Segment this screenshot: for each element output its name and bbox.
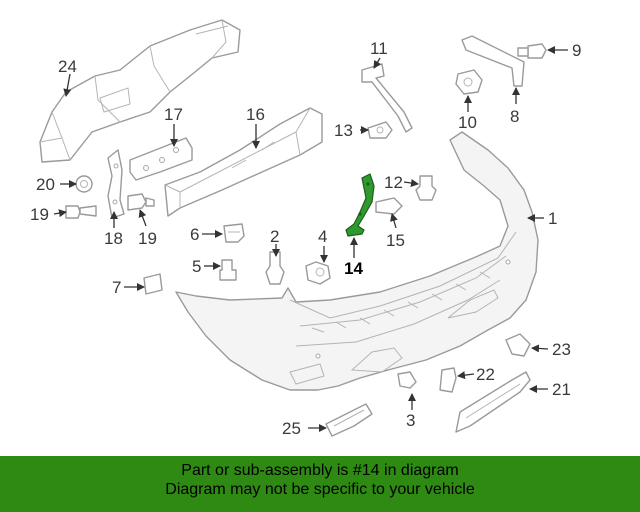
part-13-nut[interactable] [367, 121, 393, 139]
callout-5: 5 [192, 257, 201, 276]
part-15-bolt[interactable] [375, 197, 403, 215]
callout-17: 17 [164, 105, 183, 124]
callout-13: 13 [334, 121, 353, 140]
callout-6: 6 [190, 225, 199, 244]
callout-8: 8 [510, 107, 519, 126]
part-20-nut[interactable] [75, 175, 93, 193]
part-24-reinforcement[interactable] [39, 19, 241, 163]
callout-19-left: 19 [30, 205, 49, 224]
callout-11: 11 [370, 39, 388, 58]
banner-line-1: Part or sub-assembly is #14 in diagram [181, 462, 459, 479]
callout-1: 1 [548, 209, 557, 228]
part-16-absorber[interactable] [164, 107, 323, 217]
leader-lines [53, 46, 568, 432]
part-2-bolt[interactable] [265, 251, 285, 285]
part-25-reflector[interactable] [325, 403, 373, 437]
callout-2: 2 [270, 227, 279, 246]
part-19-bolt-right[interactable] [127, 193, 155, 211]
part-14-highlighted-bracket[interactable] [345, 173, 375, 237]
callout-22: 22 [476, 365, 495, 384]
callout-9: 9 [572, 41, 581, 60]
part-17-bracket[interactable] [129, 137, 193, 181]
part-1-bumper-cover[interactable] [175, 131, 539, 391]
callout-4: 4 [318, 227, 327, 246]
callout-24: 24 [58, 57, 77, 76]
part-19-bolt-left[interactable] [65, 205, 97, 219]
part-18-side-bracket[interactable] [107, 149, 125, 219]
callout-19-right: 19 [138, 229, 157, 248]
callout-20: 20 [36, 175, 55, 194]
part-8-bracket[interactable] [461, 35, 525, 87]
part-4-grommet[interactable] [305, 261, 331, 285]
callout-labels: 1 2 3 4 5 6 7 8 9 10 11 12 13 14 15 16 1… [30, 39, 581, 438]
part-3-bolt[interactable] [397, 371, 417, 389]
part-11-bracket[interactable] [361, 63, 413, 133]
callout-3: 3 [406, 411, 415, 430]
callout-10: 10 [458, 113, 477, 132]
parts-diagram: 1 2 3 4 5 6 7 8 9 10 11 12 13 14 15 16 1… [30, 19, 581, 438]
callout-7: 7 [112, 278, 121, 297]
part-21-panel[interactable] [455, 371, 531, 433]
part-6-clip[interactable] [223, 223, 245, 243]
callout-14-highlighted: 14 [344, 259, 363, 278]
part-23-clip[interactable] [505, 333, 531, 357]
callout-12: 12 [384, 173, 403, 192]
callout-16: 16 [246, 105, 265, 124]
part-22-bolt[interactable] [439, 367, 457, 393]
callout-21: 21 [552, 380, 571, 399]
info-banner: Part or sub-assembly is #14 in diagram D… [0, 456, 640, 512]
part-5-bolt[interactable] [219, 259, 237, 281]
callout-25: 25 [282, 419, 301, 438]
part-10-grommet[interactable] [455, 69, 483, 95]
callout-15: 15 [386, 231, 405, 250]
callout-18: 18 [104, 229, 123, 248]
part-12-bolt[interactable] [415, 175, 437, 201]
banner-line-2: Diagram may not be specific to your vehi… [165, 481, 475, 498]
part-9-bolt[interactable] [517, 43, 547, 59]
callout-23: 23 [552, 340, 571, 359]
part-7-clip[interactable] [143, 273, 163, 295]
